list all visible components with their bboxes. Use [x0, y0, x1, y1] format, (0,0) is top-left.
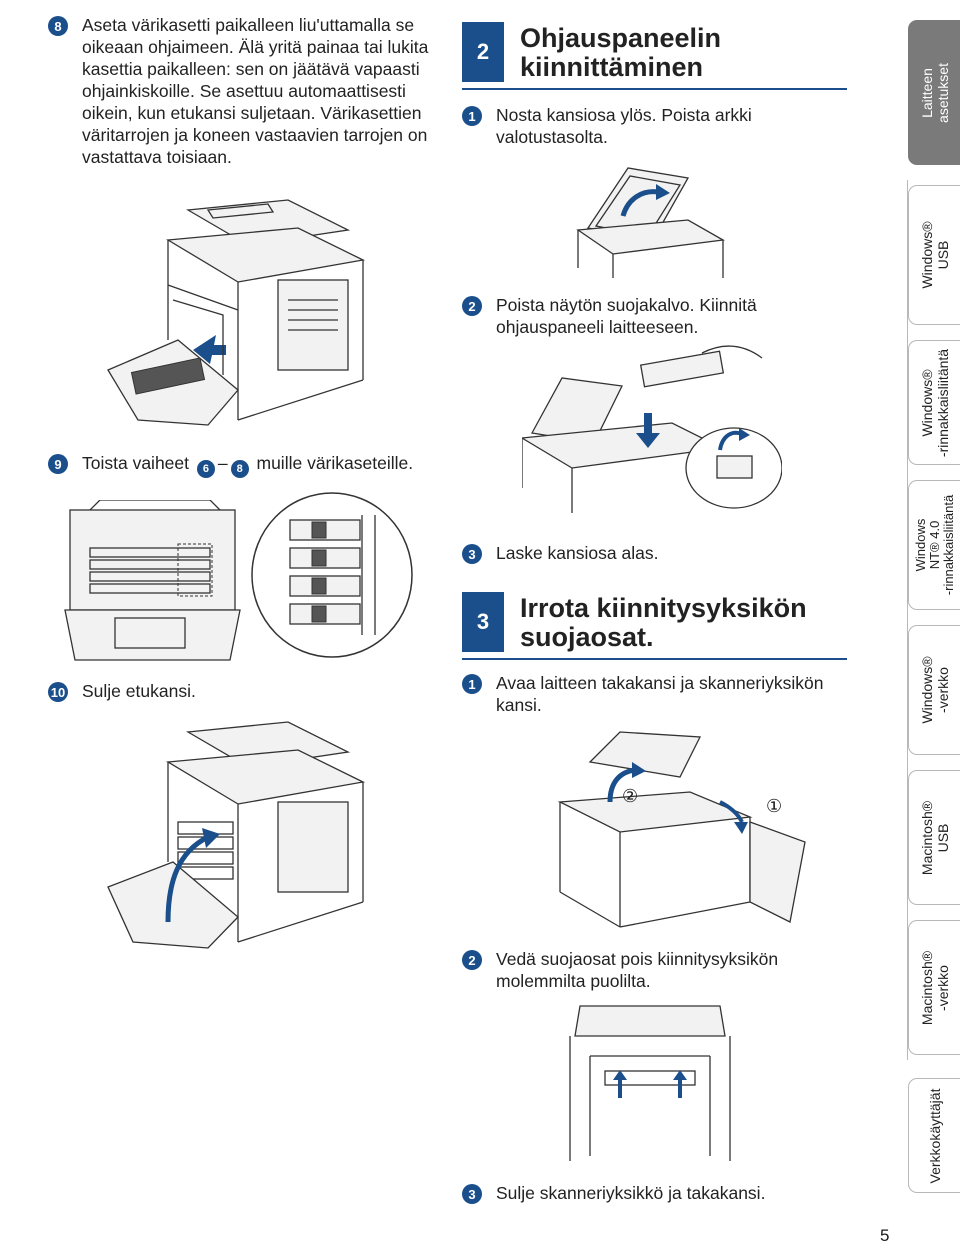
- step-number-badge: 2: [462, 950, 482, 970]
- page-number: 5: [880, 1226, 890, 1245]
- step-9: 9 Toista vaiheet 6–8 muille värikaseteil…: [48, 452, 448, 478]
- section-number-badge: 2: [462, 22, 504, 82]
- section-2-header: 2 Ohjauspaneelin kiinnittäminen: [462, 22, 721, 82]
- step-text: Poista näytön suojakalvo. Kiinnitä ohjau…: [496, 295, 757, 337]
- section-3-step-2: 2 Vedä suojaosat pois kiinnitysyksikön m…: [462, 948, 847, 992]
- section-2-step-2: 2 Poista näytön suojakalvo. Kiinnitä ohj…: [462, 294, 847, 338]
- section-3-step-3: 3 Sulje skanneriyksikkö ja takakansi.: [462, 1182, 847, 1204]
- section-3-step-1: 1 Avaa laitteen takakansi ja skanneriyks…: [462, 672, 847, 716]
- step-number-badge: 9: [48, 454, 68, 474]
- tab-windows-usb[interactable]: Windows® USB: [908, 185, 960, 325]
- step-text: Sulje skanneriyksikkö ja takakansi.: [496, 1183, 766, 1203]
- toner-cartridges-illustration: [64, 500, 241, 661]
- section-divider: [462, 88, 847, 90]
- fuser-protective-parts-illustration: [569, 1005, 731, 1161]
- callout-2: ②: [622, 786, 639, 806]
- step-8: 8 Aseta värikasetti paikalleen liu'uttam…: [48, 14, 438, 168]
- step-number-badge: 2: [462, 296, 482, 316]
- section-title: Irrota kiinnitysyksikön suojaosat.: [520, 593, 807, 652]
- section-2-step-1: 1 Nosta kansiosa ylös. Poista arkki valo…: [462, 104, 847, 148]
- step-text: Avaa laitteen takakansi ja skanneriyksik…: [496, 673, 824, 715]
- section-title: Ohjauspaneelin kiinnittäminen: [520, 23, 722, 82]
- tab-macintosh-usb[interactable]: Macintosh® USB: [908, 770, 960, 905]
- step-number-badge: 3: [462, 544, 482, 564]
- scanner-lid-open-illustration: [576, 167, 726, 278]
- tab-rail-line: [907, 180, 908, 1060]
- step-number-badge: 10: [48, 682, 68, 702]
- step-10: 10 Sulje etukansi.: [48, 680, 448, 702]
- control-panel-attach-illustration: [522, 345, 782, 513]
- tab-macintosh-verkko[interactable]: Macintosh® -verkko: [908, 920, 960, 1055]
- step-number-badge: 1: [462, 674, 482, 694]
- printer-scanner-open-illustration: [557, 731, 806, 928]
- step-text: Laske kansiosa alas.: [496, 543, 659, 563]
- step-text: Aseta värikasetti paikalleen liu'uttamal…: [82, 15, 429, 167]
- toner-cartridges-zoom-illustration: [251, 492, 413, 658]
- printer-close-cover-illustration: [107, 721, 366, 949]
- step-number-badge: 8: [48, 16, 68, 36]
- step-text: Sulje etukansi.: [82, 681, 196, 701]
- step-reference-badge: 8: [230, 460, 249, 478]
- step-number-badge: 3: [462, 1184, 482, 1204]
- tab-windows-verkko[interactable]: Windows® -verkko: [908, 625, 960, 755]
- step-text: Nosta kansiosa ylös. Poista arkki valotu…: [496, 105, 752, 147]
- tab-windows-nt-rinnakkaisliitanta[interactable]: Windows NT® 4.0 -rinnakkaisliitäntä: [908, 480, 960, 610]
- section-divider: [462, 658, 847, 660]
- section-2-step-3: 3 Laske kansiosa alas.: [462, 542, 847, 564]
- printer-toner-insert-illustration: [107, 199, 366, 426]
- section-number-badge: 3: [462, 592, 504, 652]
- section-3-header: 3 Irrota kiinnitysyksikön suojaosat.: [462, 592, 807, 652]
- step-reference-badge: 6: [196, 460, 215, 478]
- tab-windows-rinnakkaisliitanta[interactable]: Windows® -rinnakkaisliitäntä: [908, 340, 960, 465]
- step-text: Vedä suojaosat pois kiinnitysyksikön mol…: [496, 949, 779, 991]
- tab-verkkokayttajat[interactable]: Verkkokäyttäjät: [908, 1078, 960, 1193]
- callout-1: ①: [766, 796, 783, 816]
- step-number-badge: 1: [462, 106, 482, 126]
- step-text: Toista vaiheet 6–8 muille värikaseteille…: [82, 452, 413, 478]
- tab-laitteen-asetukset[interactable]: Laitteen asetukset: [908, 20, 960, 165]
